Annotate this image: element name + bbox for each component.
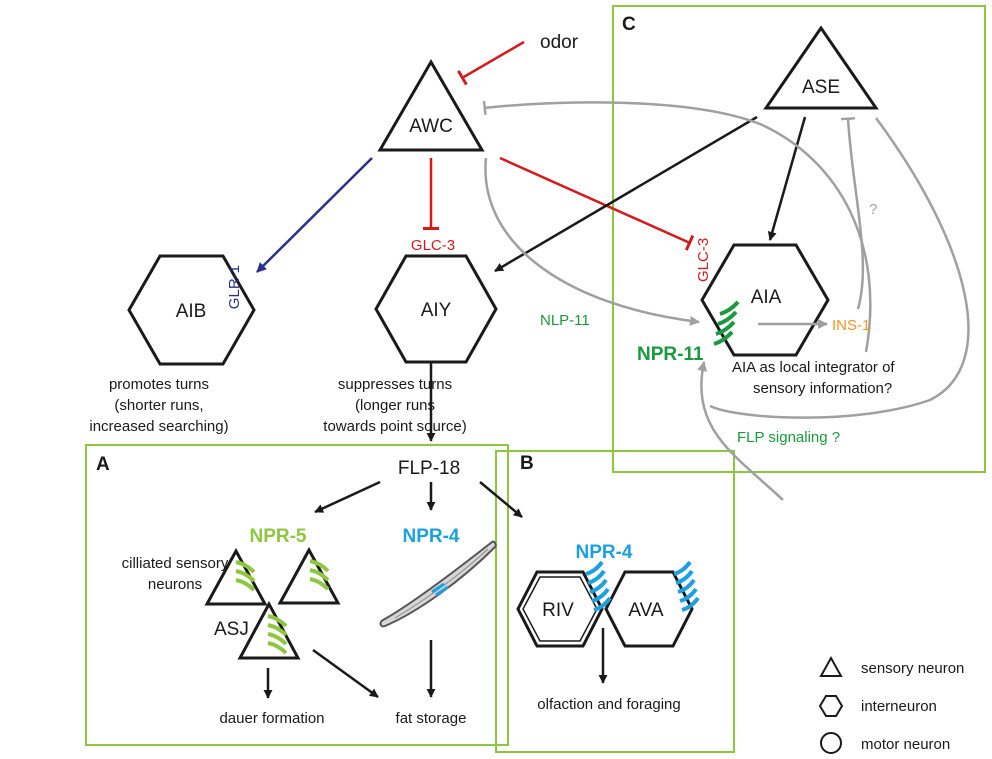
legend-sensory-label: sensory neuron [861, 660, 964, 677]
awc-excites-aib [256, 157, 373, 273]
asj-to-fat [312, 648, 379, 699]
flp18-label: FLP-18 [398, 458, 460, 479]
nlp11-label: NLP-11 [540, 312, 590, 329]
aib-desc-1: promotes turns [109, 376, 209, 393]
flp18-to-panel-b [479, 481, 523, 518]
riv-label: RIV [542, 600, 574, 621]
riv-neuron-inner [522, 576, 598, 642]
npr11-receptor-icon [713, 300, 740, 346]
asj-label: ASJ [214, 619, 249, 640]
riv-neuron [516, 570, 604, 648]
glc3-aia-label: GLC-3 [695, 238, 712, 282]
flp18-to-npr5 [314, 480, 381, 514]
aiy-desc-3: towards point source) [323, 418, 466, 435]
legend-interneuron-icon [818, 695, 844, 717]
npr5-label: NPR-5 [249, 526, 306, 547]
ase-to-aia-loop [709, 117, 970, 419]
panel-b-letter: B [520, 453, 534, 474]
npr4-b-label: NPR-4 [575, 542, 632, 563]
aib-label: AIB [176, 301, 207, 322]
panel-b-box [495, 450, 735, 753]
aia-integrator-line-2: sensory information? [753, 380, 892, 397]
flp-signaling-to-aia [697, 361, 784, 501]
ins1-label: INS-1 [832, 317, 870, 334]
dauer-label: dauer formation [219, 710, 324, 727]
npr4-receptor-icon [585, 560, 700, 612]
glr1-label: GLR-1 [226, 265, 243, 309]
awc-to-aia-nlp11 [484, 157, 700, 326]
ase-to-aiy [494, 115, 758, 273]
legend: sensory neuron interneuron motor neuron [818, 655, 964, 754]
ava-neuron [604, 570, 694, 648]
aib-desc-3: increased searching) [89, 418, 228, 435]
legend-interneuron-label: interneuron [861, 698, 937, 715]
glc3-aiy-label: GLC-3 [411, 237, 455, 254]
npr4-a-label: NPR-4 [402, 526, 459, 547]
npr5-receptor-icon [235, 559, 330, 655]
panel-c-letter: C [622, 14, 636, 35]
npr11-label: NPR-11 [637, 344, 704, 365]
ava-label: AVA [628, 600, 664, 621]
aia-integrator-line-1: AIA as local integrator of [732, 359, 895, 376]
ciliated-neuron-2 [277, 546, 341, 605]
legend-motor-label: motor neuron [861, 736, 950, 753]
aiy-desc-1: suppresses turns [338, 376, 452, 393]
worm-icon [379, 540, 497, 628]
awc-label: AWC [409, 116, 453, 137]
panel-c-box [612, 5, 986, 473]
ciliated-neurons-line-1: cilliated sensory [122, 555, 229, 572]
aia-label: AIA [751, 287, 782, 308]
fat-label: fat storage [396, 710, 467, 727]
aib-neuron [127, 254, 256, 366]
panel-a-box [85, 444, 509, 746]
awc-neuron [377, 59, 485, 152]
aiy-desc-2: (longer runs [355, 397, 435, 414]
question-label: ? [869, 201, 877, 218]
ins1-to-ase [840, 117, 865, 310]
aia-neuron [700, 243, 830, 357]
olfaction-label: olfaction and foraging [537, 696, 680, 713]
aiy-label: AIY [421, 300, 452, 321]
legend-sensory-icon [819, 655, 843, 677]
ase-to-aia [767, 116, 807, 241]
odor-inhibits-awc [457, 40, 525, 86]
panel-a-letter: A [96, 454, 110, 475]
odor-label: odor [540, 32, 579, 53]
aiy-neuron [374, 254, 498, 364]
ciliated-neurons-line-2: neurons [148, 576, 202, 593]
awc-inhibits-aia [499, 156, 695, 251]
legend-motor-icon [820, 732, 842, 754]
flp-signaling-label: FLP signaling ? [737, 429, 840, 446]
ase-label: ASE [802, 77, 840, 98]
aia-feedback-to-awc [482, 100, 872, 353]
ase-neuron [763, 25, 879, 110]
aib-desc-2: (shorter runs, [114, 397, 203, 414]
